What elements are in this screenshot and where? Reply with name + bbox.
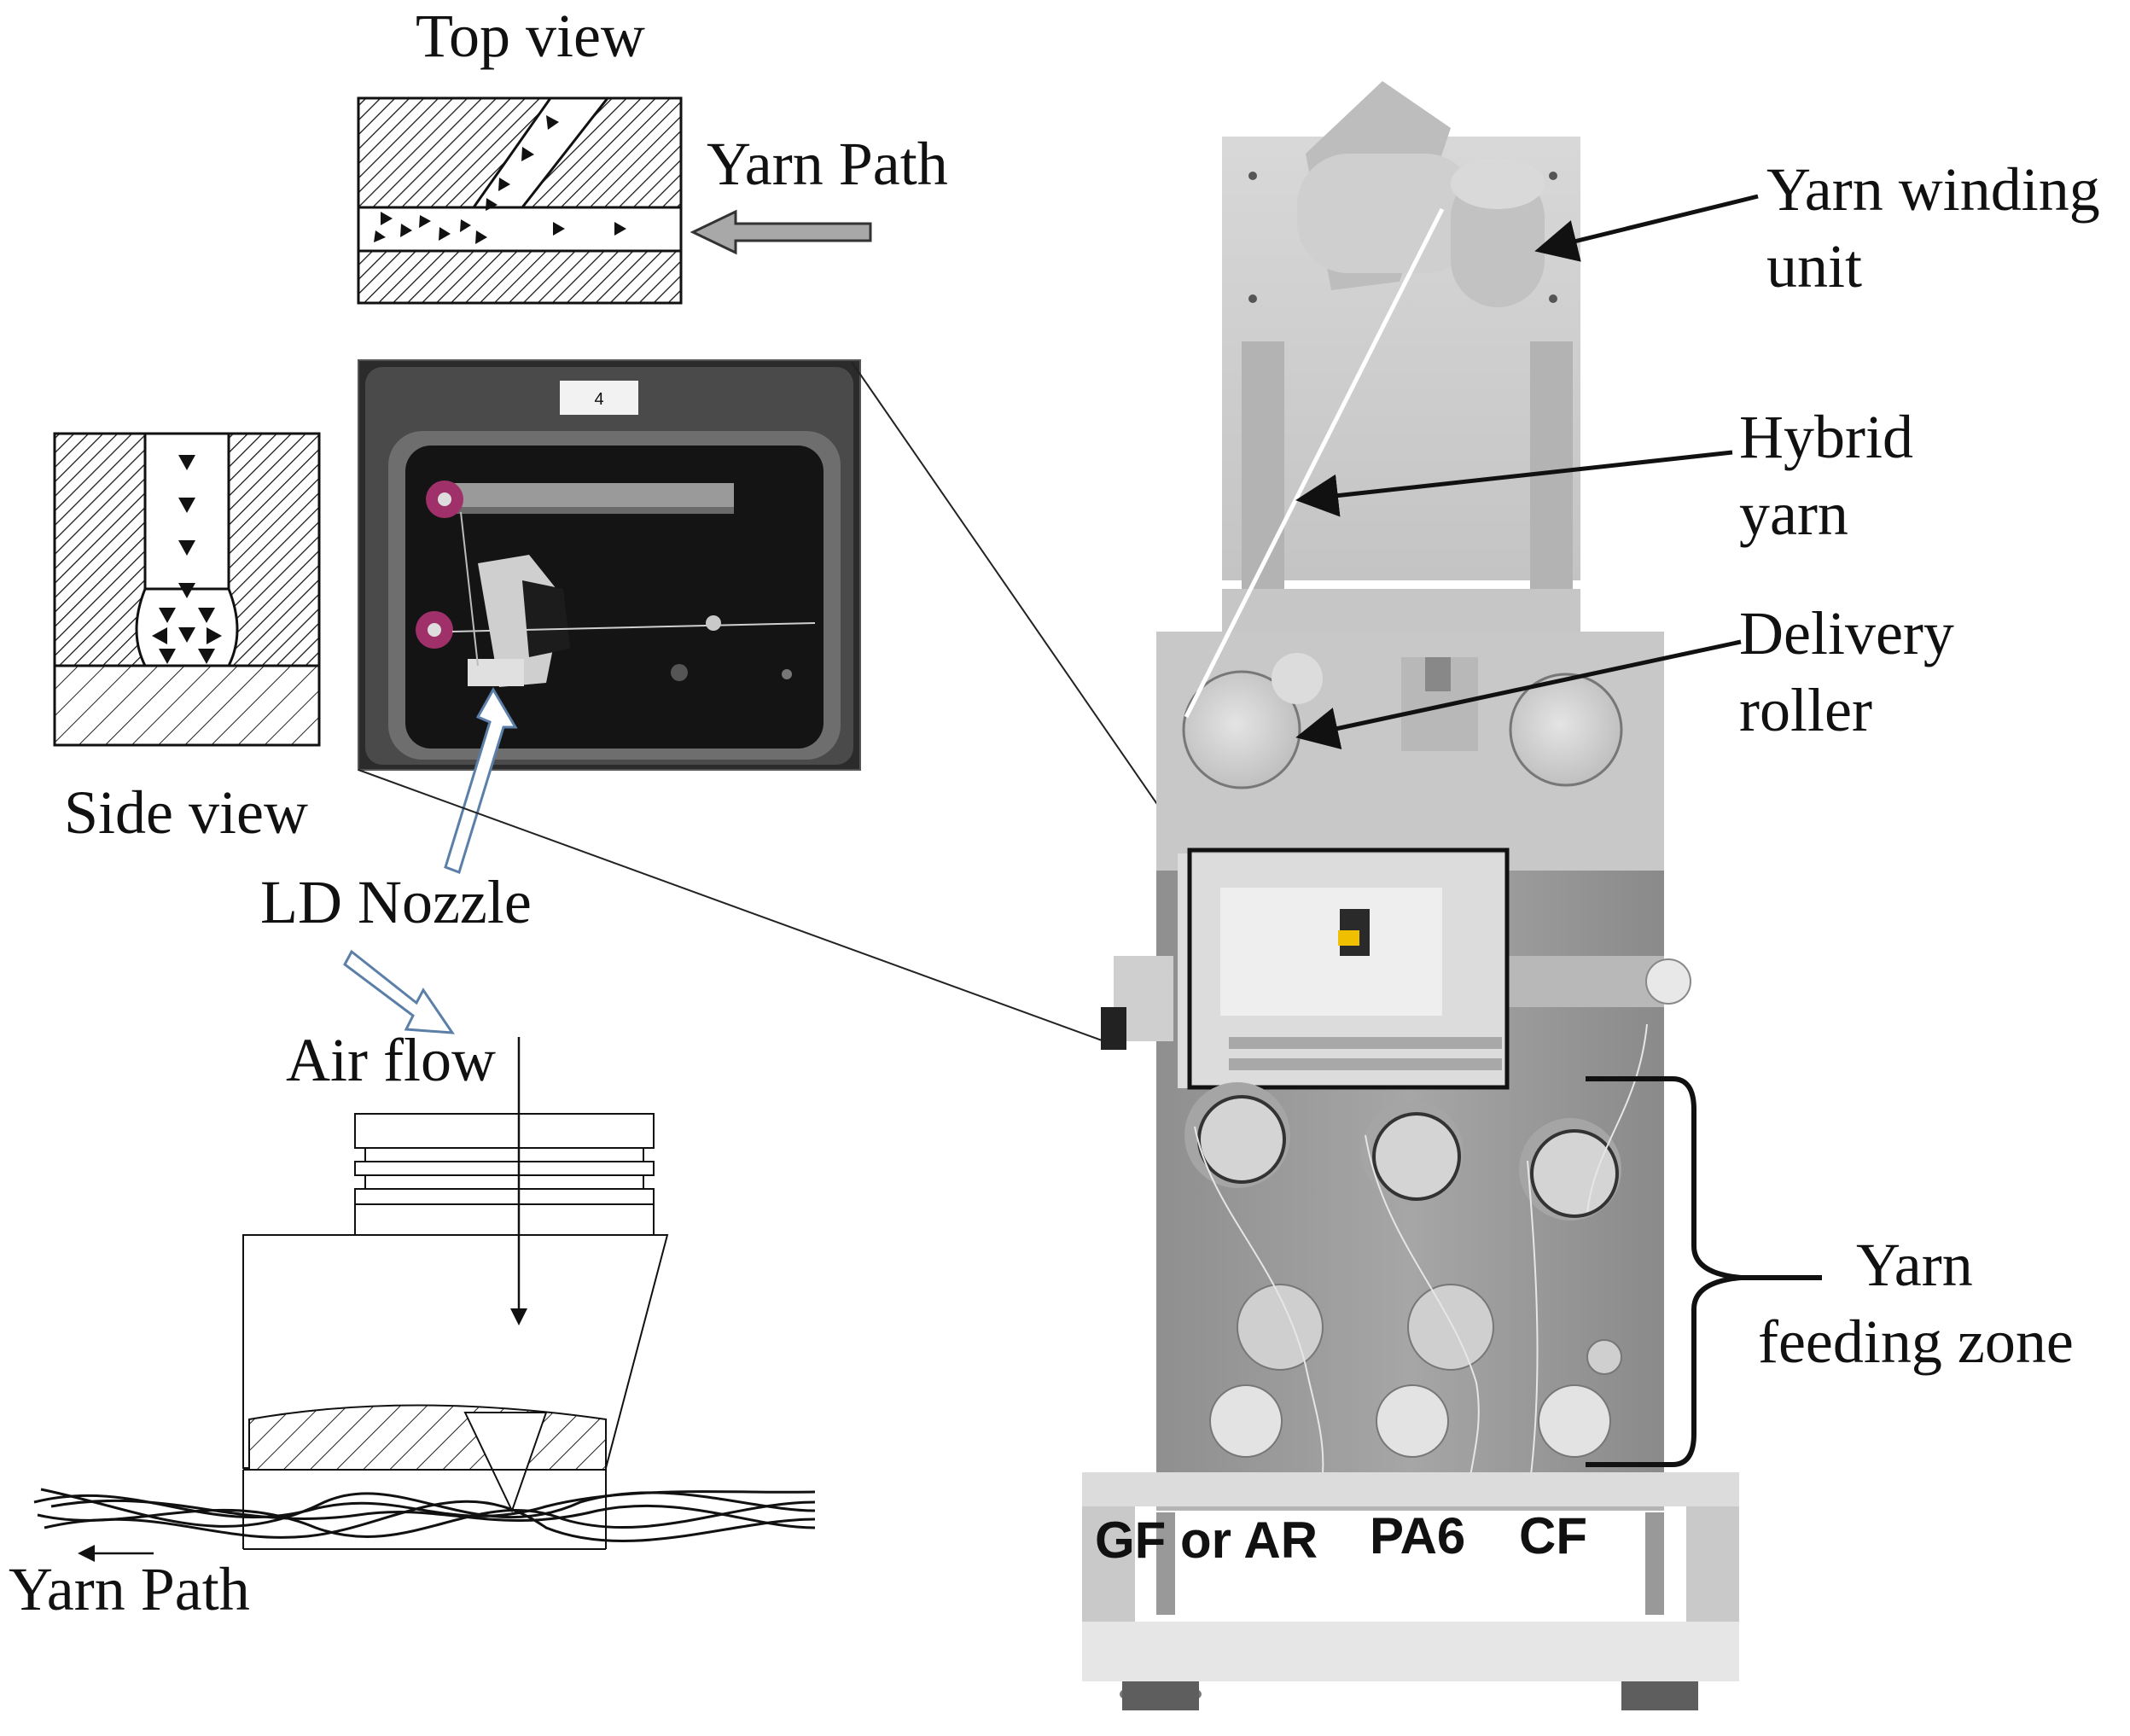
hybrid-yarn-line xyxy=(1184,207,1445,719)
cf-label: CF xyxy=(1519,1507,1587,1564)
pa6-label: PA6 xyxy=(1370,1507,1466,1564)
winding-unit-arrow-icon xyxy=(1534,194,1759,262)
air-flow-label: Air flow xyxy=(286,1026,496,1094)
nozzle-photo: 4 xyxy=(358,359,861,771)
yarn-path-arrow-icon xyxy=(690,209,872,255)
yarn-machine xyxy=(1082,81,1739,1710)
photo-tag: 4 xyxy=(594,390,603,409)
feed-bobbins xyxy=(1184,1082,1621,1220)
top-view-label: Top view xyxy=(416,2,645,70)
nozzle-cross-section xyxy=(33,1037,816,1562)
delivery-roller-label-line1: Delivery xyxy=(1739,599,1954,667)
delivery-roller-arrow-icon xyxy=(1295,639,1742,750)
yarn-feeding-zone-label-line1: Yarn xyxy=(1856,1231,1973,1299)
yarn-winding-unit-label-line1: Yarn winding xyxy=(1766,155,2100,224)
hybrid-yarn-arrow-icon xyxy=(1295,450,1733,517)
top-view-schematic xyxy=(357,96,683,305)
yarn-filaments xyxy=(33,1488,816,1542)
air-flow-hollow-arrow-icon xyxy=(343,949,455,1034)
hybrid-yarn-label-line1: Hybrid xyxy=(1739,403,1913,471)
side-flow-particles xyxy=(152,455,222,664)
yarn-path-top-label: Yarn Path xyxy=(707,130,948,198)
ld-nozzle-label: LD Nozzle xyxy=(260,868,532,936)
side-view-label: Side view xyxy=(64,778,308,847)
gf-or-ar-label: GF or AR xyxy=(1095,1512,1318,1569)
side-view-schematic xyxy=(53,432,321,747)
zoom-connector-bottom xyxy=(358,769,1114,1046)
flow-particles xyxy=(374,115,626,244)
zoom-connector-top xyxy=(851,361,1194,857)
delivery-roller-label-line2: roller xyxy=(1739,676,1872,744)
hybrid-yarn-label-line2: yarn xyxy=(1739,480,1848,548)
ld-nozzle-pointer-icon xyxy=(444,686,518,874)
yarn-winding-unit-label-line2: unit xyxy=(1766,232,1863,300)
nozzle-highlight-box xyxy=(1187,848,1510,1090)
yarn-path-bottom-label: Yarn Path xyxy=(9,1555,250,1623)
yarn-feeding-zone-label-line2: feeding zone xyxy=(1758,1308,2074,1376)
